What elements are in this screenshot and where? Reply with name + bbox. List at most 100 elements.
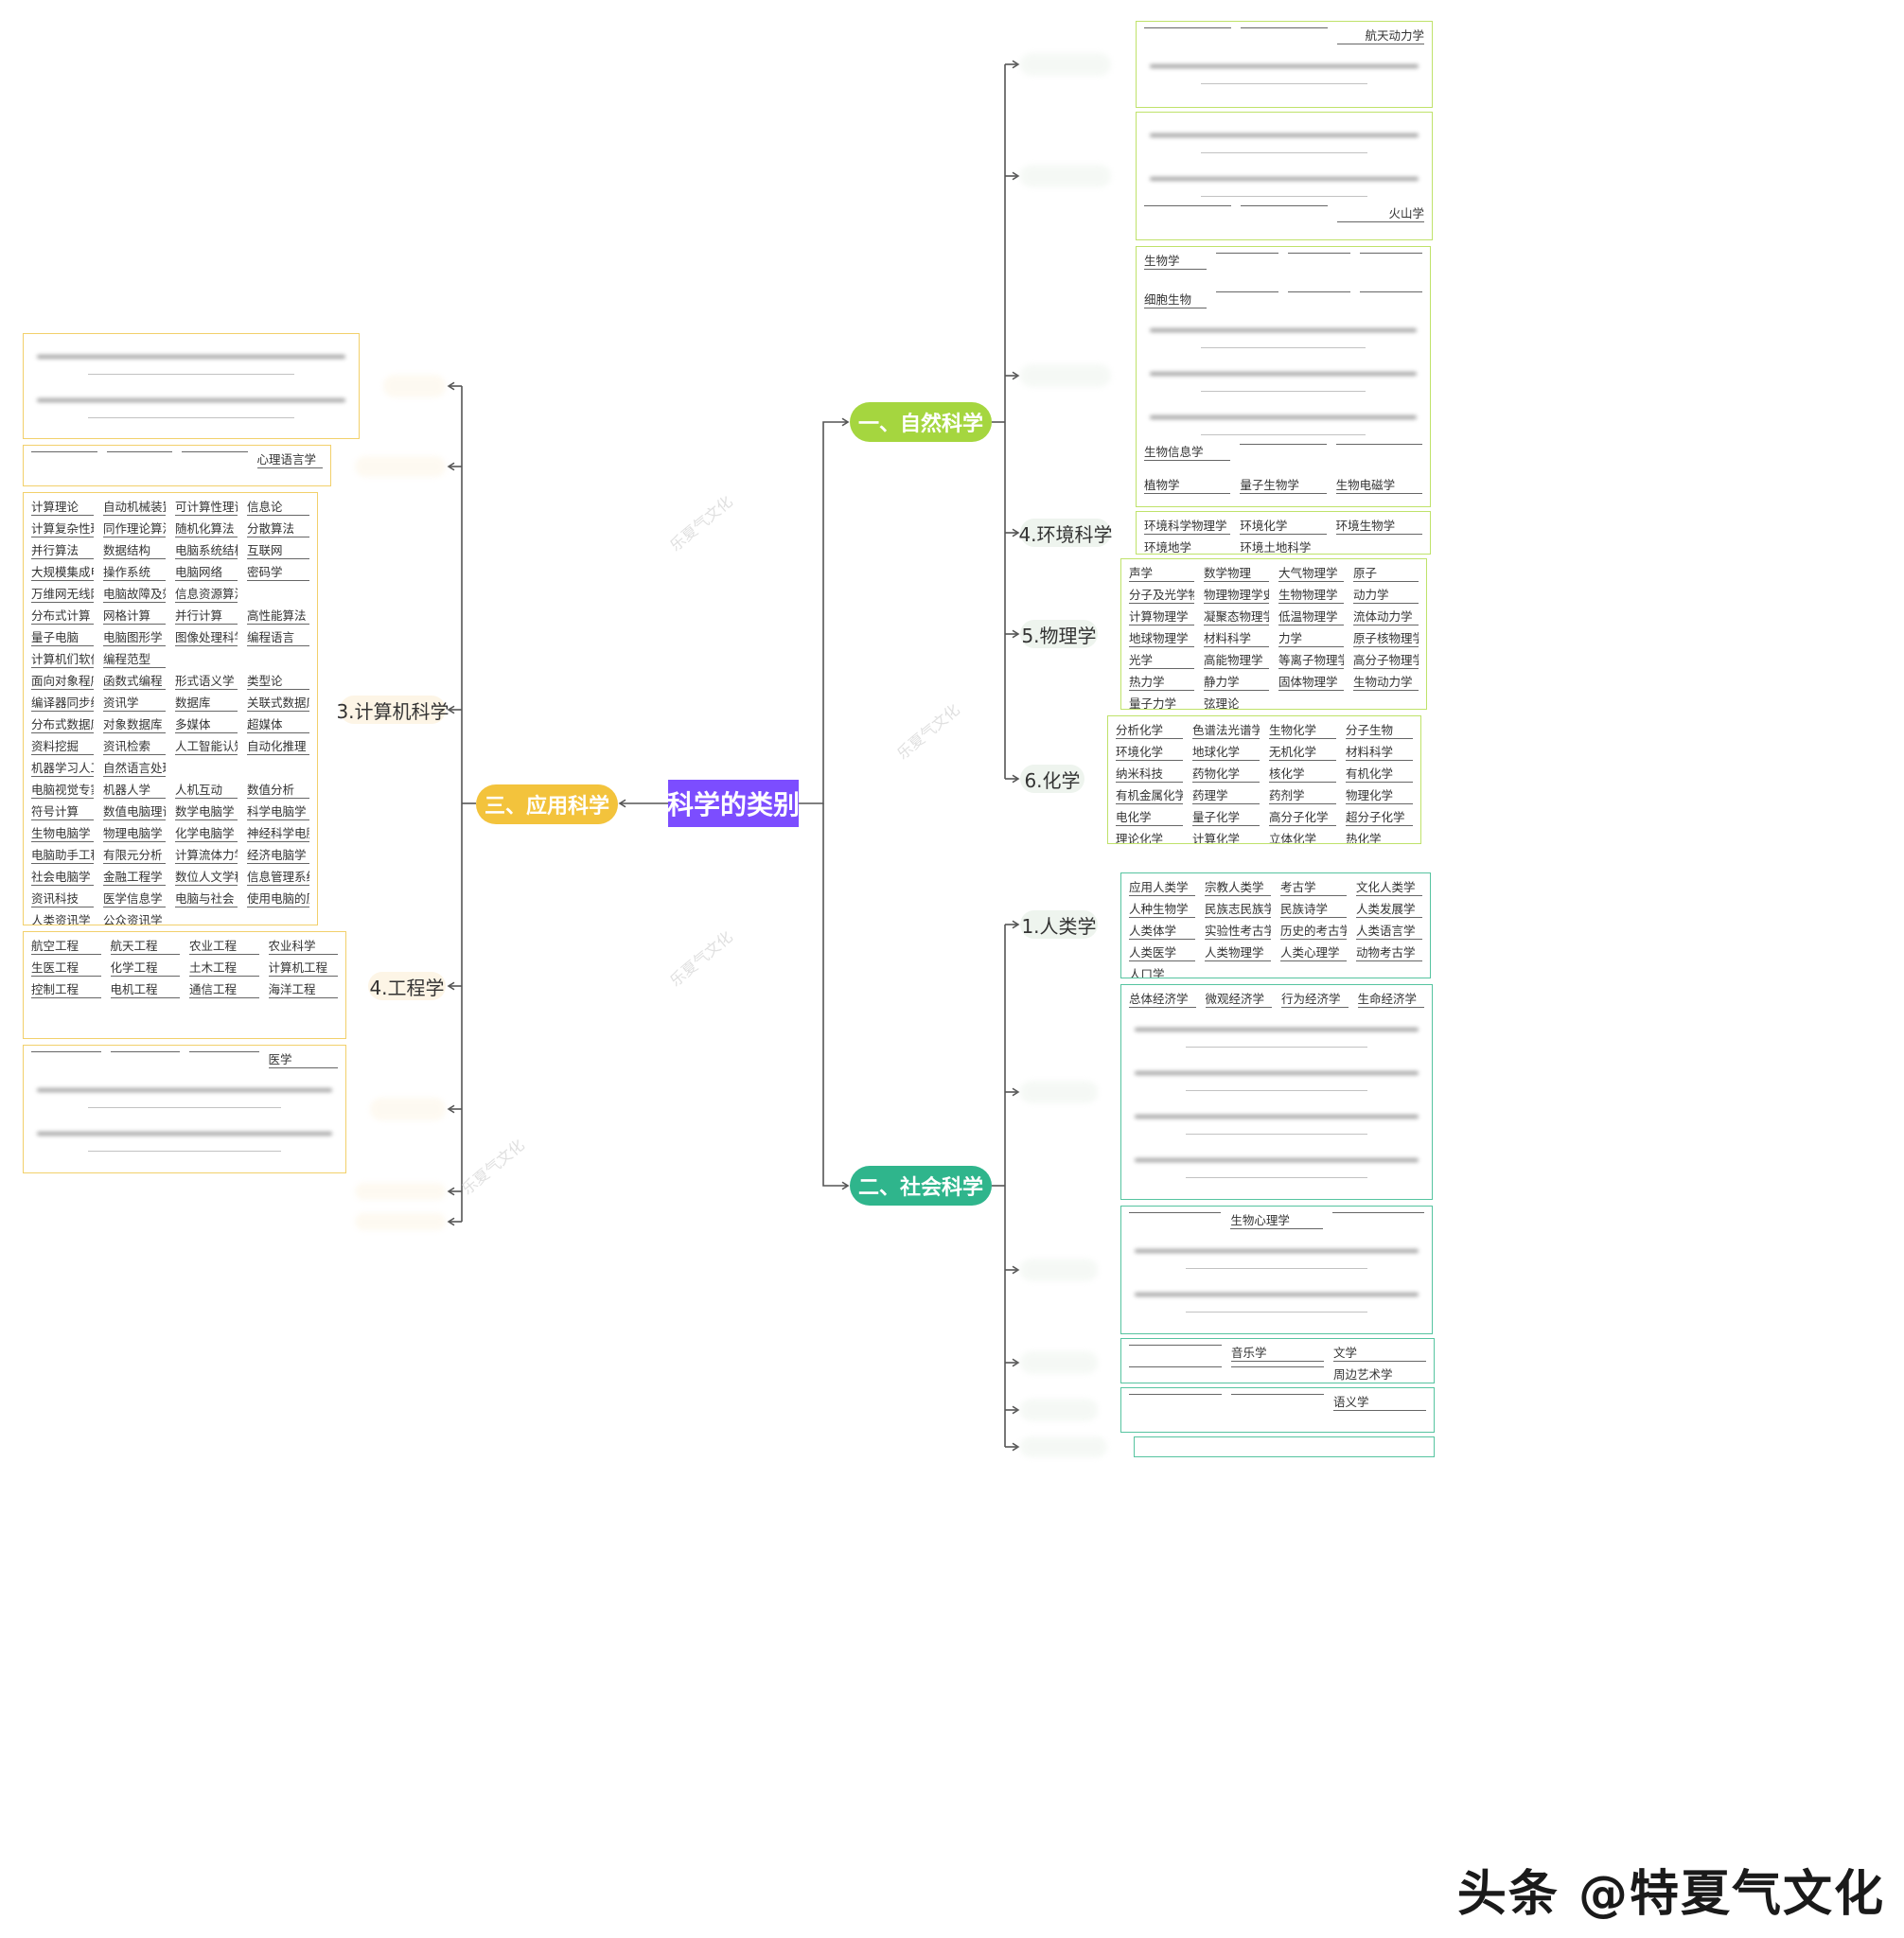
leaf-topic: 计算机工程 bbox=[268, 960, 338, 977]
subtopic-social-3[interactable] bbox=[1020, 1259, 1098, 1281]
box-medicine-partial: 医学 bbox=[23, 1045, 346, 1173]
leaf-topic: 数位人文学科 bbox=[175, 869, 238, 886]
leaf-row: 人类资讯学公众资讯学 bbox=[31, 912, 309, 925]
leaf-topic: 理论化学 bbox=[1116, 831, 1183, 843]
leaf-topic: 计算理论 bbox=[31, 499, 94, 516]
leaf-topic: 地球化学 bbox=[1192, 744, 1260, 761]
leaf-topic: 万维网无线网络 bbox=[31, 586, 94, 603]
branch-social-science[interactable]: 二、社会科学 bbox=[850, 1166, 992, 1206]
subtopic-social-6[interactable] bbox=[1020, 1436, 1107, 1457]
leaf-row: 机器学习人工神经网络自然语言处理（计算语言学） bbox=[31, 760, 309, 782]
leaf-topic: 应用人类学 bbox=[1129, 879, 1195, 896]
leaf-topic: 凝聚态物理学 bbox=[1204, 609, 1269, 625]
connector-arrow bbox=[841, 417, 850, 427]
leaf-topic: 生物动力学 bbox=[1353, 674, 1419, 691]
leaf-row: 有机金属化学药理学药剂学物理化学 bbox=[1116, 787, 1413, 809]
leaf-row: 量子力学弦理论 bbox=[1129, 696, 1419, 709]
subtopic-physics[interactable]: 5.物理学 bbox=[1020, 620, 1098, 648]
leaf-topic: 电脑故障及效能 bbox=[103, 586, 166, 603]
leaf-topic: 金融工程学 bbox=[103, 869, 166, 886]
subtopic-social-2[interactable] bbox=[1020, 1081, 1098, 1103]
branch-applied-science[interactable]: 三、应用科学 bbox=[476, 784, 618, 824]
box-engineering: 航空工程航天工程农业工程农业科学生医工程化学工程土木工程计算机工程控制工程电机工… bbox=[23, 931, 346, 1039]
subtopic-applied-1[interactable] bbox=[383, 375, 446, 397]
leaf-topic: 航天工程 bbox=[110, 938, 180, 955]
leaf-topic: 信息论 bbox=[247, 499, 309, 516]
leaf-topic: 图像处理科学形象 bbox=[175, 629, 238, 646]
leaf-topic: 超媒体 bbox=[247, 716, 309, 733]
leaf-topic: 高性能算法 bbox=[247, 608, 309, 625]
box-astronomy-partial: 航天动力学 bbox=[1136, 21, 1433, 108]
subtopic-natural-1[interactable] bbox=[1020, 53, 1111, 76]
leaf-row: 电化学量子化学高分子化学超分子化学 bbox=[1116, 809, 1413, 831]
leaf-topic: 低温物理学 bbox=[1278, 608, 1344, 625]
subtopic-chemistry[interactable]: 6.化学 bbox=[1020, 765, 1084, 793]
leaf-topic: 热力学 bbox=[1129, 674, 1194, 691]
leaf-topic: 使用电脑的历史 bbox=[247, 890, 309, 907]
leaf-topic: 资讯科技 bbox=[31, 890, 94, 907]
branch-natural-science[interactable]: 一、自然科学 bbox=[850, 402, 992, 442]
leaf-row: 生物电脑学物理电脑学化学电脑学神经科学电脑学 bbox=[31, 825, 309, 847]
leaf-topic: 力学 bbox=[1278, 630, 1344, 647]
leaf-topic: 人类心理学 bbox=[1280, 944, 1347, 961]
leaf-topic: 电脑网络 bbox=[175, 564, 238, 581]
leaf-row: 万维网无线网络电脑故障及效能信息资源算法 bbox=[31, 586, 309, 608]
leaf-topic: 环境土地科学 bbox=[1240, 539, 1326, 554]
leaf-topic: 自动化推理 bbox=[247, 738, 309, 755]
leaf-topic: 土木工程 bbox=[189, 960, 259, 977]
leaf-row: 计算复杂性理论同作理论算法随机化算法分散算法 bbox=[31, 520, 309, 542]
leaf-row: 航空工程航天工程农业工程农业科学 bbox=[31, 938, 338, 960]
leaf-topic: 生物电脑学 bbox=[31, 825, 94, 842]
subtopic-engineering[interactable]: 4.工程学 bbox=[368, 972, 446, 1000]
leaf-topic: 同作理论算法 bbox=[103, 520, 166, 537]
leaf-topic: 药剂学 bbox=[1269, 787, 1336, 804]
leaf-topic: 实验性考古学 bbox=[1205, 924, 1271, 940]
leaf-topic: 关联式数据库 bbox=[247, 695, 309, 712]
leaf-row: 热力学静力学固体物理学生物动力学 bbox=[1129, 674, 1419, 696]
box-applied-partial-1 bbox=[23, 333, 360, 439]
subtopic-applied-6[interactable] bbox=[355, 1183, 446, 1200]
subtopic-social-4[interactable] bbox=[1020, 1351, 1098, 1374]
subtopic-applied-7[interactable] bbox=[355, 1213, 446, 1230]
leaf-topic: 通信工程 bbox=[189, 981, 259, 998]
leaf-musicology: 音乐学 bbox=[1231, 1345, 1324, 1362]
watermark-logo: 头条 @特夏气文化 bbox=[1456, 1866, 1885, 1923]
connector-arrow bbox=[1012, 171, 1020, 181]
subtopic-anthropology[interactable]: 1.人类学 bbox=[1020, 910, 1098, 939]
leaf-topic: 并行计算 bbox=[175, 608, 238, 625]
box-earth-science-partial: 火山学 bbox=[1136, 112, 1433, 240]
leaf-topic: 符号计算 bbox=[31, 803, 94, 820]
subtopic-applied-5[interactable] bbox=[370, 1098, 446, 1120]
leaf-topic: 对象数据库 bbox=[103, 716, 166, 733]
root-node[interactable]: 科学的类别 bbox=[667, 780, 800, 827]
leaf-semantics: 语义学 bbox=[1333, 1394, 1426, 1411]
leaf-topic: 电化学 bbox=[1116, 809, 1183, 826]
leaf-topic: 类型论 bbox=[247, 673, 309, 690]
subtopic-natural-3[interactable] bbox=[1020, 364, 1111, 387]
leaf-literature: 文学 bbox=[1333, 1345, 1426, 1362]
leaf-topic: 函数式编程 bbox=[103, 673, 166, 690]
connector-arrow bbox=[447, 1187, 455, 1196]
box-chemistry: 分析化学色谱法光谱学生物化学分子生物环境化学地球化学无机化学材料科学纳米科技药物… bbox=[1107, 715, 1421, 844]
leaf-topic: 大规模集成电路设计 bbox=[31, 564, 94, 581]
subtopic-applied-2[interactable] bbox=[355, 456, 446, 477]
leaf-bioelectromag: 生物电磁学 bbox=[1335, 477, 1422, 494]
leaf-row: 分析化学色谱法光谱学生物化学分子生物 bbox=[1116, 722, 1413, 744]
leaf-topic: 药理学 bbox=[1192, 787, 1260, 804]
leaf-topic: 网格计算 bbox=[103, 608, 166, 625]
leaf-row: 编译器同步编程语言资讯学数据库关联式数据库 bbox=[31, 695, 309, 716]
leaf-topic: 电脑视觉专家系统 bbox=[31, 782, 94, 799]
leaf-topic: 数学物理 bbox=[1204, 565, 1269, 582]
leaf-econ-1: 总体经济学 bbox=[1129, 991, 1196, 1008]
leaf-topic: 环境化学 bbox=[1240, 518, 1327, 535]
leaf-row: 生医工程化学工程土木工程计算机工程 bbox=[31, 960, 338, 981]
leaf-topic: 编译器同步编程语言 bbox=[31, 695, 94, 712]
leaf-topic: 机器人学 bbox=[103, 782, 166, 799]
connector-arrow bbox=[1012, 60, 1020, 69]
subtopic-environmental-science[interactable]: 4.环境科学 bbox=[1018, 519, 1113, 547]
subtopic-computer-science[interactable]: 3.计算机科学 bbox=[336, 696, 450, 724]
subtopic-social-5[interactable] bbox=[1020, 1399, 1098, 1421]
subtopic-natural-2[interactable] bbox=[1020, 165, 1111, 187]
leaf-econ-3: 行为经济学 bbox=[1281, 991, 1349, 1008]
